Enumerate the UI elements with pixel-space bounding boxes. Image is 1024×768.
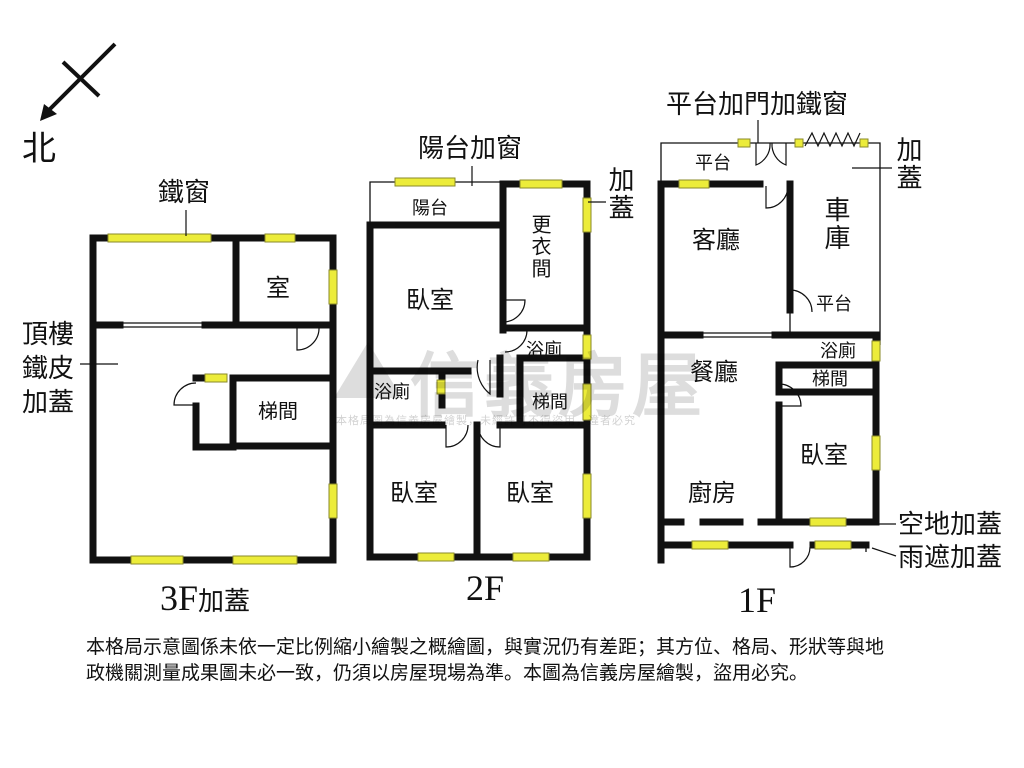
f1-platform-top-label: 平台 <box>695 153 731 174</box>
f2-bath-left-label: 浴廁 <box>374 382 410 403</box>
floor-2f-windows <box>394 177 592 562</box>
f1-garage-label: 車庫 <box>820 196 850 252</box>
f2-bedroom-right-label: 臥室 <box>506 479 554 507</box>
f1-platform-note: 平台加門加鐵窗 <box>666 90 849 120</box>
f1-kitchen-label: 廚房 <box>688 479 736 507</box>
f1-bedroom-label: 臥室 <box>800 441 848 469</box>
f2-title: 2F <box>466 568 505 608</box>
compass-arrow <box>40 42 117 121</box>
f2-addition-note: 加蓋 <box>604 166 634 222</box>
f2-closet-label: 更衣間 <box>528 214 552 280</box>
f1-dining-label: 餐廳 <box>690 358 738 386</box>
floor-3f-doors <box>120 322 320 406</box>
disclaimer-text: 本格局示意圖係未依一定比例縮小繪製之概繪圖，與實況仍有差距；其方位、格局、形狀等… <box>86 636 885 684</box>
floor-3f-windows <box>107 233 338 565</box>
watermark-brand: 信義房屋 <box>410 344 706 427</box>
f1-addition-note: 加蓋 <box>892 136 922 192</box>
f1-bath-label: 浴廁 <box>820 341 856 362</box>
f2-bath-right-label: 浴廁 <box>526 340 562 361</box>
floor-2f-balcony-outline <box>369 181 503 228</box>
f3-stair-label: 梯間 <box>258 399 298 423</box>
f2-bedroom-main-label: 臥室 <box>406 286 454 314</box>
floor-1f-windows <box>678 138 881 550</box>
watermark-notice: 本格局圖為信義房屋繪製，未經許可不得盜用，違者必究 <box>336 414 636 427</box>
f3-room-label: 室 <box>266 274 290 302</box>
f3-iron-window-label: 鐵窗 <box>158 178 211 208</box>
f1-stair-label: 梯間 <box>812 369 848 390</box>
f1-canopy-note: 雨遮加蓋 <box>898 543 1003 573</box>
f1-yard-note: 空地加蓋 <box>898 510 1003 540</box>
f1-platform-garage-label: 平台 <box>816 294 852 315</box>
floor-1f-doors <box>755 131 861 568</box>
floor-1f-walls <box>657 180 880 564</box>
compass-north-label: 北 <box>22 129 56 169</box>
f2-balcony-note: 陽台加窗 <box>418 134 523 164</box>
f3-title: 3F加蓋 <box>160 580 250 616</box>
f2-bedroom-left-label: 臥室 <box>390 479 438 507</box>
f3-rooftop-note: 頂樓 鐵皮 加蓋 <box>22 320 75 418</box>
floor-3f-walls <box>89 234 337 564</box>
f1-living-label: 客廳 <box>692 226 740 254</box>
floor-2f-doors <box>445 299 528 448</box>
f1-title: 1F <box>738 580 777 620</box>
f2-balcony-label: 陽台 <box>412 198 448 219</box>
f3-title-text: 3F <box>160 578 199 618</box>
watermark-logo <box>334 342 402 398</box>
f3-title-suffix: 加蓋 <box>198 587 251 617</box>
f2-stair-label: 梯間 <box>532 392 568 413</box>
